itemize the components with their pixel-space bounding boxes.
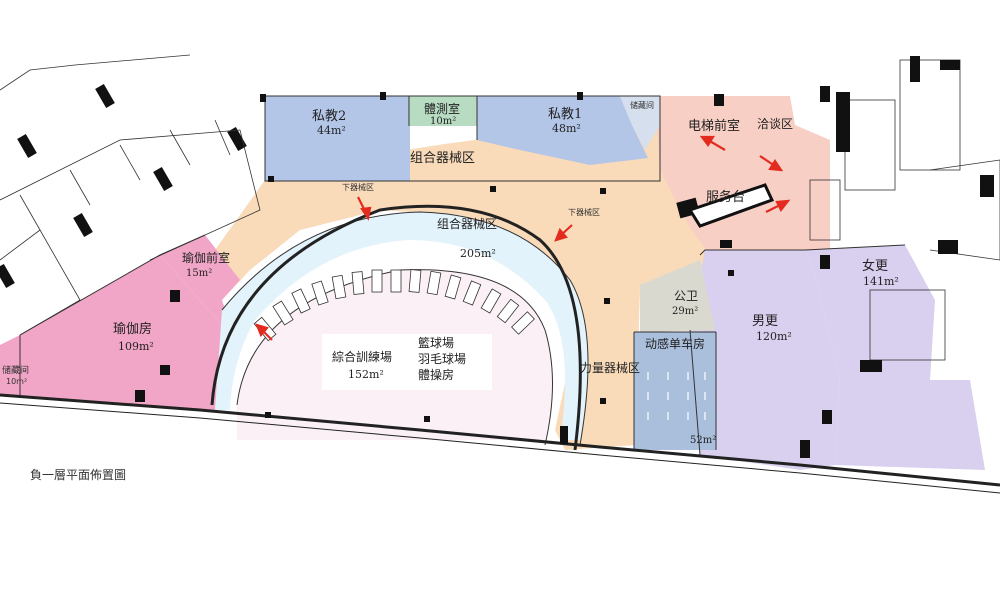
label-private1: 私教1 [548, 106, 582, 122]
label-yoga: 瑜伽房 [113, 321, 152, 337]
gym-inner-zone [215, 212, 588, 440]
red-arrows [255, 135, 791, 341]
label-equipment-outer: 组合器械区 [410, 151, 475, 166]
area-test-room: 10m² [430, 116, 456, 127]
training-use-1: 籃球場 [418, 336, 455, 350]
womens-room [805, 245, 985, 470]
label-training: 綜合訓練場 [332, 350, 393, 364]
label-negotiation: 洽谈区 [757, 117, 793, 131]
label-womens: 女更 [862, 258, 888, 274]
parking-lines [0, 54, 261, 336]
label-mens: 男更 [752, 314, 778, 329]
label-public-wc: 公卫 [674, 289, 698, 303]
area-womens: 141m² [863, 275, 899, 288]
label-test-room: 體測室 [424, 101, 460, 116]
label-private2: 私教2 [312, 108, 346, 124]
yoga-room [20, 255, 235, 410]
spin-room [634, 332, 716, 450]
mens-room [690, 250, 840, 470]
training-court-box: 綜合訓練場 152m² 籃球場 羽毛球場 體操房 [322, 334, 492, 390]
training-use-2: 羽毛球場 [418, 352, 467, 366]
label-storage-left: 储藏间 [2, 364, 29, 376]
label-yoga-lobby: 瑜伽前室 [182, 250, 230, 265]
area-public-wc: 29m² [672, 306, 698, 317]
area-private2: 44m² [317, 124, 346, 137]
test-room [409, 96, 477, 126]
label-service-desk: 服务台 [706, 189, 745, 205]
storage-small-room [620, 96, 660, 150]
label-down-left: 下器械区 [342, 182, 374, 192]
public-wc-room [640, 260, 715, 332]
area-spin: 52m² [690, 435, 716, 446]
private1-room [477, 96, 648, 165]
area-yoga-lobby: 15m² [186, 268, 212, 279]
spin-bikes [647, 372, 706, 420]
service-desk-shape [687, 183, 775, 228]
area-equipment-inner: 205m² [460, 247, 496, 260]
label-strength: 力量器械区 [580, 360, 640, 375]
label-elevator-lobby: 电梯前室 [688, 118, 740, 134]
area-private1: 48m² [552, 122, 581, 135]
area-mens: 120m² [756, 330, 792, 343]
storage-left-room [0, 335, 20, 395]
label-down-right: 下器械区 [568, 207, 600, 217]
columns [0, 83, 832, 458]
yoga-lobby-room [160, 235, 240, 340]
label-storage-small: 储藏间 [630, 100, 654, 110]
plan-caption: 負一層平面佈置圖 [30, 468, 127, 482]
training-use-3: 體操房 [418, 368, 455, 382]
area-yoga: 109m² [118, 340, 154, 353]
gym-wall [210, 204, 582, 451]
outer-wall [0, 393, 1000, 487]
area-training: 152m² [348, 368, 384, 381]
area-storage-left: 10m² [6, 377, 27, 386]
private2-room [265, 96, 410, 181]
label-spin: 动感单车房 [645, 336, 705, 351]
label-equipment-inner: 组合器械区 [437, 216, 497, 231]
